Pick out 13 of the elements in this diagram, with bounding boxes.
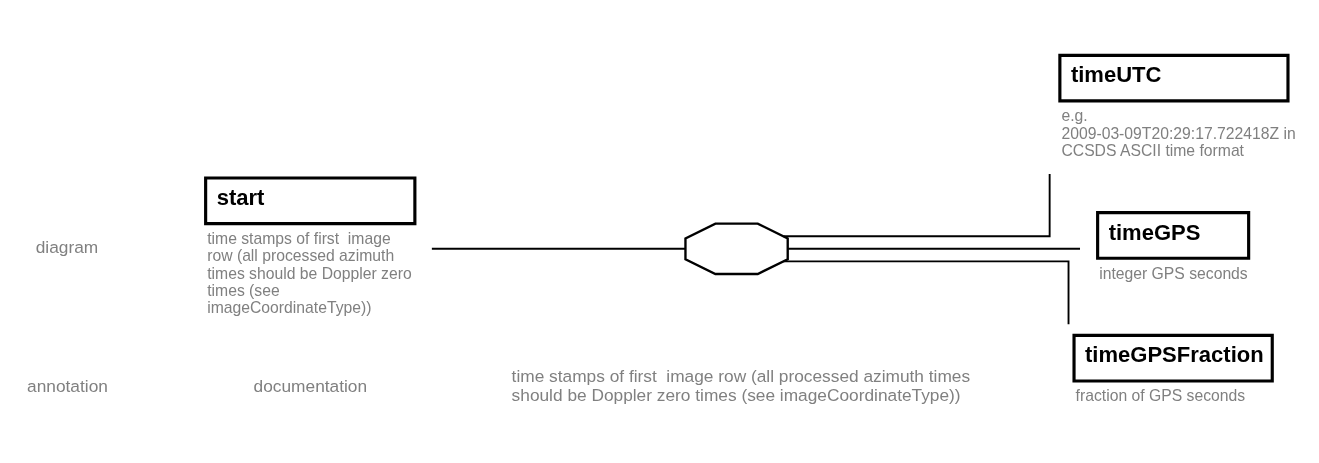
connector: [787, 247, 1081, 250]
label: annotation: [27, 375, 108, 396]
connector: [430, 247, 687, 250]
connector: [782, 173, 1051, 238]
label: time stamps of first image row (all processed azimuth times should be Doppler zero times (see imageCoordinateType)): [511, 366, 971, 406]
connector: [782, 260, 1070, 326]
node-label: fraction of GPS seconds: [1075, 387, 1246, 405]
node-label: e.g. 2009-03-09T20:29:17.722418Z in CCSDS ASCII time format: [1061, 107, 1296, 159]
node-label: integer GPS seconds: [1099, 264, 1248, 282]
label: documentation: [253, 375, 368, 396]
label: diagram: [35, 237, 99, 258]
node-label: time stamps of first image row (all processed azimuth times should be Doppler zero times (see imageCoordinateType)): [207, 230, 412, 317]
node-octagon: [684, 222, 789, 276]
